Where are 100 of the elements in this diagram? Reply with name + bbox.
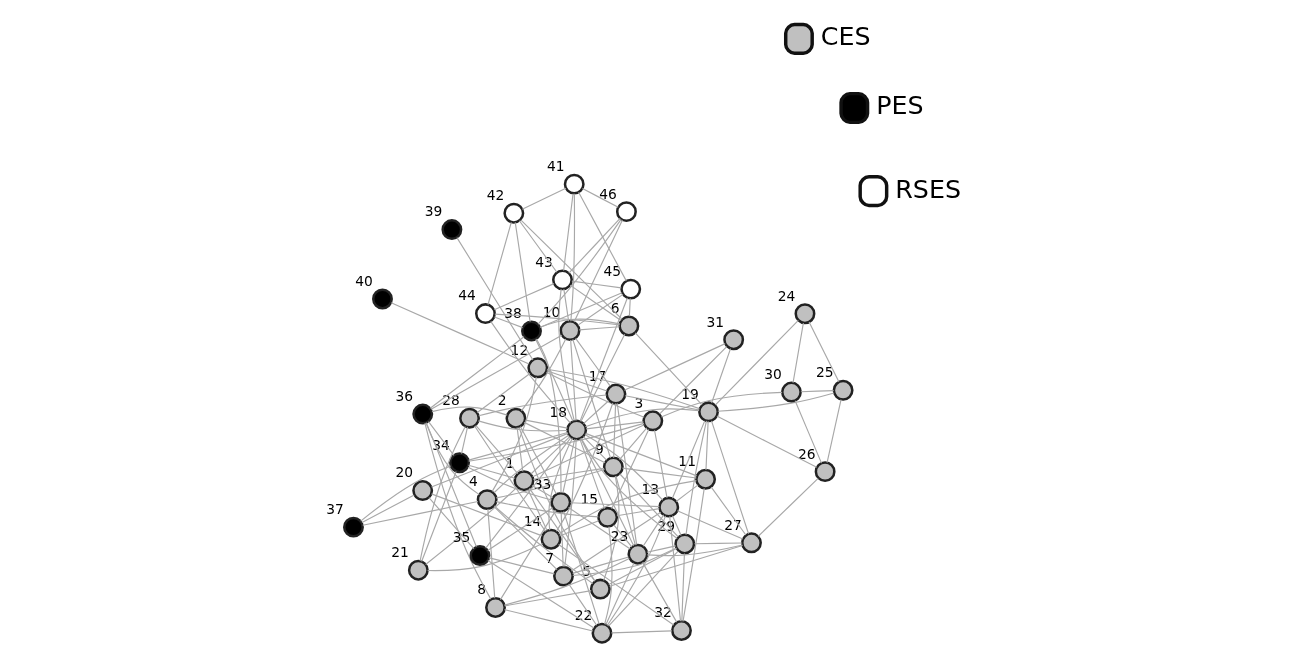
node-circle — [503, 202, 525, 224]
connector — [563, 192, 574, 271]
connector — [646, 543, 744, 556]
connector — [568, 582, 598, 626]
connector — [555, 401, 614, 532]
connector — [611, 428, 650, 509]
connector — [572, 546, 678, 576]
connector — [429, 335, 525, 409]
connector — [476, 372, 531, 413]
connector — [528, 487, 596, 582]
connector — [468, 422, 645, 462]
connector — [427, 420, 455, 456]
connector — [546, 369, 608, 392]
connector — [430, 492, 543, 536]
connector — [616, 402, 638, 545]
connector — [711, 347, 732, 404]
node-circle — [615, 200, 637, 222]
connector — [559, 519, 600, 536]
connector — [681, 552, 685, 622]
connector — [580, 437, 635, 546]
connector — [584, 407, 700, 427]
connector — [794, 399, 823, 464]
connector — [567, 506, 631, 550]
node-label: 22 — [574, 606, 593, 623]
node-circle — [674, 532, 696, 554]
connector — [564, 438, 577, 567]
connector — [616, 507, 660, 516]
node-circle — [642, 409, 664, 431]
legend-label: PES — [876, 89, 924, 120]
connector — [562, 438, 576, 494]
connector — [535, 338, 574, 422]
connector — [717, 391, 835, 412]
connector — [558, 288, 575, 421]
node-label: 33 — [533, 475, 552, 492]
connector — [615, 474, 636, 546]
connector — [800, 389, 835, 392]
connector — [604, 525, 613, 625]
connector — [490, 320, 572, 424]
connector — [693, 541, 743, 544]
node-label: 7 — [545, 549, 555, 566]
node-label: 44 — [458, 286, 476, 303]
node-label: 14 — [523, 512, 542, 529]
connector — [424, 422, 492, 600]
connector — [570, 511, 662, 571]
node-circle — [695, 468, 717, 490]
node-label: 31 — [706, 313, 725, 330]
connector — [560, 510, 564, 567]
connector — [675, 483, 699, 502]
connector — [660, 391, 783, 418]
connector — [671, 419, 706, 499]
connector — [467, 464, 516, 479]
node-circle — [412, 403, 434, 424]
node-circle — [459, 407, 480, 429]
connector — [468, 431, 569, 461]
node-circle — [521, 319, 542, 341]
connector — [585, 420, 645, 429]
node-circle — [407, 559, 429, 581]
connector — [539, 291, 623, 328]
connector — [634, 331, 703, 405]
connector — [603, 475, 620, 581]
connector — [710, 486, 747, 536]
connector — [624, 394, 700, 411]
node-label: 18 — [549, 403, 568, 420]
node-label: 41 — [547, 157, 565, 174]
node-circle — [449, 451, 470, 473]
node-circle — [814, 460, 836, 482]
node-circle — [485, 596, 506, 618]
connector — [610, 629, 673, 633]
connector — [792, 321, 804, 383]
node-circle — [620, 278, 642, 300]
connector — [431, 405, 508, 416]
connector — [669, 515, 682, 622]
connector — [495, 468, 606, 498]
connector — [575, 337, 611, 387]
connector — [579, 296, 628, 422]
node-circle — [605, 383, 627, 404]
node-circle — [505, 407, 527, 429]
connector — [518, 426, 596, 582]
connector — [427, 542, 544, 571]
connector — [495, 500, 599, 517]
connector — [808, 320, 840, 382]
legend-label: CES — [820, 20, 871, 51]
node-label: 43 — [535, 253, 553, 270]
connector — [493, 434, 570, 493]
connector — [477, 419, 568, 432]
connector — [653, 429, 668, 498]
node-circle — [563, 173, 585, 195]
connector — [682, 487, 705, 622]
connector — [608, 547, 677, 585]
node-circle — [540, 528, 562, 550]
connector — [571, 280, 622, 288]
connector — [577, 293, 624, 326]
connector — [606, 514, 667, 626]
connector — [621, 467, 697, 479]
node-circle — [618, 315, 640, 336]
connector — [572, 338, 612, 458]
connector — [488, 556, 556, 574]
connector — [558, 479, 697, 535]
connector — [519, 425, 557, 495]
connector — [499, 509, 557, 600]
